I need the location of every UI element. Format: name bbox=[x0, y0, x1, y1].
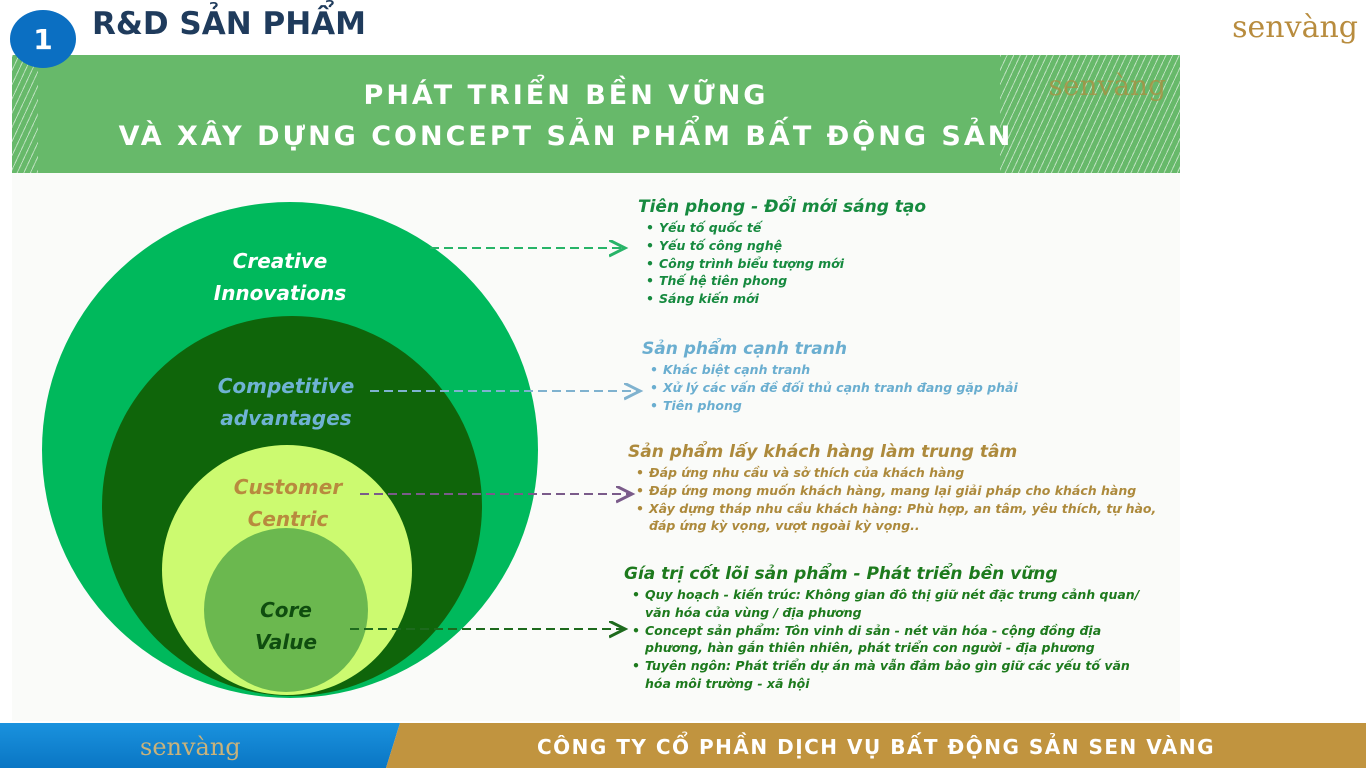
nested-circles-diagram bbox=[42, 202, 1180, 698]
footer-gold-band bbox=[386, 723, 1366, 768]
block-title: Gía trị cốt lõi sản phẩm - Phát triển bề… bbox=[624, 564, 1058, 584]
bullet-item: Yếu tố quốc tế bbox=[646, 219, 1138, 237]
text-block: Gía trị cốt lõi sản phẩm - Phát triển bề… bbox=[624, 564, 1144, 693]
circle-label-line: Innovations bbox=[213, 281, 347, 305]
section-title: R&D SẢN PHẨM bbox=[92, 6, 366, 42]
bullet-list: Đáp ứng nhu cầu và sở thích của khách hà… bbox=[628, 464, 1168, 535]
bullet-item: Quy hoạch - kiến trúc: Không gian đô thị… bbox=[632, 586, 1144, 622]
footer-blue-band bbox=[0, 723, 400, 768]
bullet-item: Tiên phong bbox=[650, 397, 1142, 415]
text-block: Sản phẩm lấy khách hàng làm trung tâmĐáp… bbox=[628, 442, 1168, 535]
bullet-list: Yếu tố quốc tếYếu tố công nghệCông trình… bbox=[638, 219, 1138, 308]
bullet-item: Thế hệ tiên phong bbox=[646, 272, 1138, 290]
circle-label-line: Creative bbox=[232, 249, 328, 273]
bullet-list: Quy hoạch - kiến trúc: Không gian đô thị… bbox=[624, 586, 1144, 693]
bullet-item: Sáng kiến mới bbox=[646, 290, 1138, 308]
banner-title-line1: PHÁT TRIỂN BỀN VỮNG bbox=[363, 80, 769, 111]
bullet-list: Khác biệt cạnh tranhXử lý các vấn đề đối… bbox=[642, 361, 1142, 414]
section-number-badge: 1 bbox=[10, 10, 76, 68]
bullet-item: Concept sản phẩm: Tôn vinh di sản - nét … bbox=[632, 622, 1144, 658]
block-title: Sản phẩm lấy khách hàng làm trung tâm bbox=[628, 442, 1018, 462]
bullet-item: Yếu tố công nghệ bbox=[646, 237, 1138, 255]
circle-core-value bbox=[204, 528, 368, 692]
bullet-item: Khác biệt cạnh tranh bbox=[650, 361, 1142, 379]
circle-label-line: Customer bbox=[233, 475, 343, 499]
text-block: Tiên phong - Đổi mới sáng tạoYếu tố quốc… bbox=[638, 197, 1138, 308]
hatch-decoration bbox=[1000, 55, 1180, 173]
bullet-item: Xử lý các vấn đề đối thủ cạnh tranh đang… bbox=[650, 379, 1142, 397]
banner-title-line2: VÀ XÂY DỰNG CONCEPT SẢN PHẨM BẤT ĐỘNG SẢ… bbox=[118, 121, 1014, 152]
bullet-item: Đáp ứng mong muốn khách hàng, mang lại g… bbox=[636, 482, 1168, 500]
sen-vang-logo: senvàng bbox=[1232, 10, 1358, 45]
circle-label-line: Core bbox=[260, 598, 312, 622]
bullet-item: Công trình biểu tượng mới bbox=[646, 255, 1138, 273]
hatch-decoration bbox=[12, 55, 38, 173]
circle-label-line: advantages bbox=[220, 406, 352, 430]
bullet-item: Đáp ứng nhu cầu và sở thích của khách hà… bbox=[636, 464, 1168, 482]
bullet-item: Xây dựng tháp nhu cầu khách hàng: Phù hợ… bbox=[636, 500, 1168, 536]
title-banner: PHÁT TRIỂN BỀN VỮNG VÀ XÂY DỰNG CONCEPT … bbox=[12, 55, 1180, 173]
footer-company-name: CÔNG TY CỔ PHẦN DỊCH VỤ BẤT ĐỘNG SẢN SEN… bbox=[536, 735, 1216, 759]
circle-label-line: Centric bbox=[247, 507, 329, 531]
circle-label-competitive-advantages: Competitive advantages bbox=[196, 370, 376, 434]
banner-title: PHÁT TRIỂN BỀN VỮNG VÀ XÂY DỰNG CONCEPT … bbox=[12, 75, 1120, 157]
circle-label-line: Competitive bbox=[217, 374, 355, 398]
circle-label-line: Value bbox=[254, 630, 318, 654]
bullet-item: Tuyên ngôn: Phát triển dự án mà vẫn đảm … bbox=[632, 657, 1144, 693]
block-title: Sản phẩm cạnh tranh bbox=[642, 339, 847, 359]
text-block: Sản phẩm cạnh tranhKhác biệt cạnh tranhX… bbox=[642, 339, 1142, 414]
footer-logo: senvàng bbox=[140, 733, 241, 761]
banner-logo: senvàng bbox=[1048, 69, 1166, 102]
block-title: Tiên phong - Đổi mới sáng tạo bbox=[638, 197, 927, 217]
